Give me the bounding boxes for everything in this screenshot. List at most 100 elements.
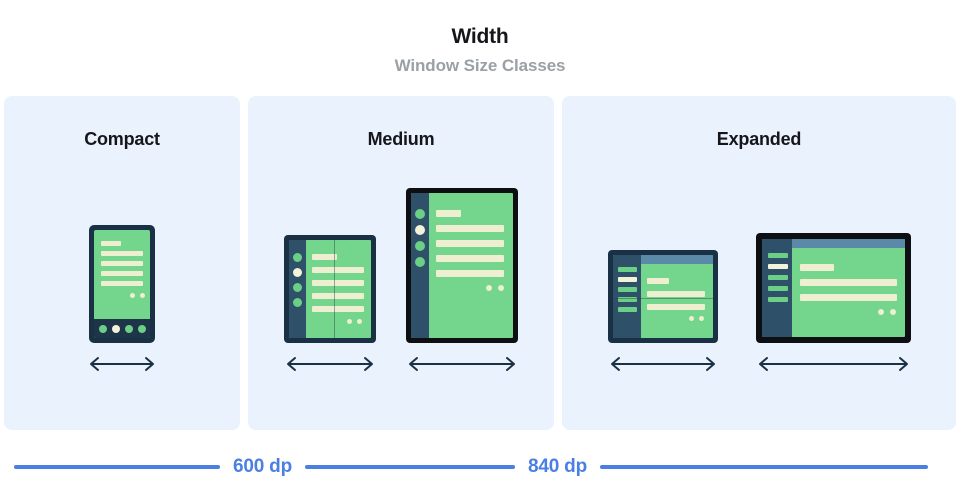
content-dot [698, 316, 704, 321]
rail-dot [415, 257, 425, 267]
rail-dot-active [293, 268, 302, 277]
content-bar [312, 280, 364, 286]
rail-dot [415, 209, 425, 219]
content-bar [799, 264, 834, 271]
device-stage-medium [248, 156, 554, 430]
breakpoint-scale: 600 dp 840 dp [0, 452, 960, 482]
content-bar [646, 278, 669, 284]
foldable-landscape-screen [612, 255, 713, 338]
rail-dot-active [415, 225, 425, 235]
rail-dot [293, 253, 302, 262]
width-arrow-icon [90, 357, 154, 371]
nav-dot [99, 325, 107, 333]
content-dot [486, 285, 492, 291]
content-dot [688, 316, 694, 321]
device-stage-compact [4, 156, 240, 430]
content-bar [312, 306, 364, 312]
navigation-rail [612, 255, 641, 338]
device-group-compact [86, 225, 158, 430]
panel-compact: Compact [4, 96, 240, 430]
tablet-landscape-screen [761, 239, 905, 337]
nav-dot [125, 325, 133, 333]
device-stage-expanded [562, 156, 956, 430]
content-dot [130, 293, 135, 298]
rail-dot [293, 298, 302, 307]
rail-bar [617, 307, 637, 312]
device-phone-portrait [89, 225, 155, 343]
breakpoint-label-600dp: 600 dp [233, 456, 292, 477]
device-group-expanded [607, 233, 912, 430]
width-arrow-icon [758, 357, 908, 371]
content-bar [101, 251, 143, 256]
fold-crease [612, 298, 713, 299]
panel-label-medium: Medium [367, 129, 435, 149]
navigation-rail [761, 239, 792, 337]
app-top-bar [791, 239, 905, 248]
content-dot [498, 285, 504, 291]
device-col-phone [86, 225, 158, 372]
content-bar [646, 304, 705, 310]
nav-dot-active [112, 325, 120, 333]
content-bar [312, 254, 337, 260]
panel-medium: Medium [248, 96, 554, 430]
nav-dot [138, 325, 146, 333]
scale-segment-medium [305, 465, 515, 469]
content-dot [347, 319, 352, 324]
content-bar [436, 210, 461, 217]
page-title: Width [451, 25, 509, 48]
content-bar [799, 294, 897, 301]
rail-dot [293, 283, 302, 292]
tablet-portrait-screen [411, 193, 513, 338]
content-bar [799, 279, 897, 286]
device-col-tablet-portrait [405, 188, 519, 372]
navigation-rail [411, 193, 429, 338]
device-foldable-portrait [284, 235, 376, 343]
rail-bar [617, 287, 637, 292]
content-bar [646, 291, 705, 297]
device-col-foldable-landscape [607, 250, 719, 372]
rail-bar [767, 286, 788, 291]
device-tablet-portrait [406, 188, 518, 343]
panel-label-compact: Compact [84, 129, 160, 149]
navigation-rail [289, 240, 306, 338]
device-col-foldable-portrait [283, 235, 377, 372]
content-bar [312, 293, 364, 299]
rail-bar [767, 275, 788, 280]
rail-bar [617, 267, 637, 272]
rail-dot [415, 241, 425, 251]
breakpoint-label-840dp: 840 dp [528, 456, 587, 477]
content-bar [312, 267, 364, 273]
page-subtitle: Window Size Classes [394, 56, 566, 75]
device-foldable-landscape [607, 250, 718, 343]
device-tablet-landscape [755, 233, 911, 343]
foldable-portrait-screen [289, 240, 371, 338]
panel-label-expanded: Expanded [716, 129, 802, 149]
rail-bar-active [617, 277, 637, 282]
content-bar [436, 255, 504, 262]
content-bar [101, 261, 143, 266]
rail-bar-active [767, 264, 788, 269]
content-bar [101, 281, 143, 286]
panel-expanded: Expanded [562, 96, 956, 430]
content-bar [101, 241, 121, 246]
rail-bar [767, 253, 788, 258]
scale-segment-expanded [600, 465, 928, 469]
chart-header: Width Window Size Classes [0, 0, 960, 92]
app-top-bar [640, 255, 713, 264]
phone-bottom-navbar [94, 319, 150, 338]
fold-crease [334, 240, 335, 338]
content-bar [436, 225, 504, 232]
rail-bar [617, 297, 637, 302]
content-bar [436, 270, 504, 277]
content-dot [889, 309, 896, 315]
content-bar [101, 271, 143, 276]
scale-segment-compact [14, 465, 220, 469]
content-bar [436, 240, 504, 247]
content-dot [140, 293, 145, 298]
width-arrow-icon [409, 357, 515, 371]
phone-screen [94, 230, 150, 338]
content-dot [357, 319, 362, 324]
width-arrow-icon [610, 357, 715, 371]
rail-bar [767, 297, 788, 302]
size-class-panels: Compact [0, 96, 960, 430]
